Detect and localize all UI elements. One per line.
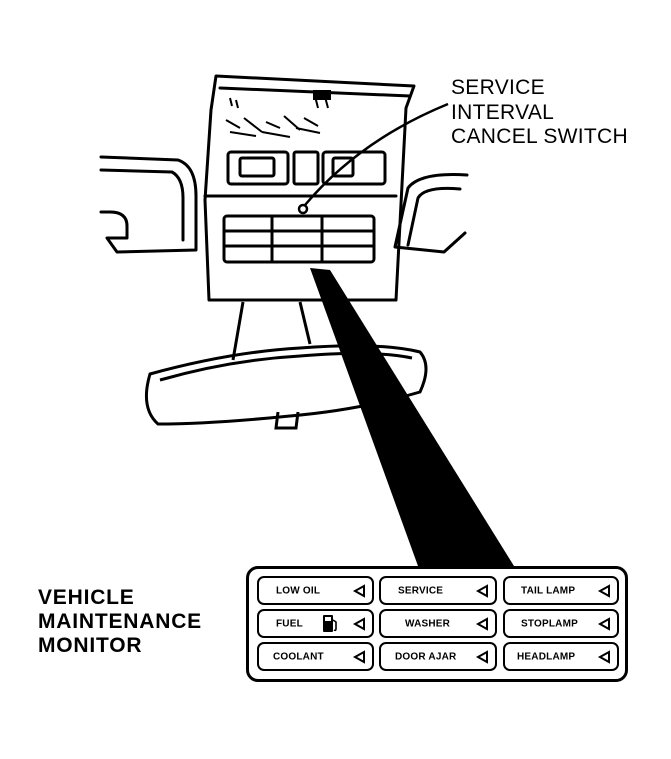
lamp-label: HEADLAMP (517, 651, 576, 662)
monitor-label-line: MONITOR (38, 634, 143, 657)
console-clip (313, 90, 331, 100)
projection-wedge (310, 268, 514, 566)
callout-line: INTERVAL (451, 100, 555, 124)
rear-view-mirror (144, 344, 428, 426)
lamp-stoplamp: STOPLAMP (503, 609, 619, 638)
right-windshield-frame-inner (406, 186, 462, 247)
console-switch-row (226, 150, 387, 186)
lamp-fuel: FUEL (257, 609, 374, 638)
lamp-coolant: COOLANT (257, 642, 374, 671)
lamp-tail-lamp: TAIL LAMP (503, 576, 619, 605)
lamp-label: SERVICE (398, 585, 444, 596)
warning-triangle-icon (352, 649, 365, 664)
warning-triangle-icon (475, 616, 488, 631)
warning-triangle-icon (597, 616, 610, 631)
lamp-label: FUEL (276, 618, 303, 629)
console-lamp-grid (222, 214, 376, 264)
warning-triangle-icon (597, 649, 610, 664)
console-housing (203, 74, 416, 302)
service-interval-cancel-switch (297, 203, 309, 215)
lamp-label: STOPLAMP (521, 618, 578, 629)
console-upper-detail (225, 91, 329, 138)
lamp-label: WASHER (405, 618, 451, 629)
maintenance-monitor-panel: LOW OIL SERVICE TAIL LAMP FUEL WASHER S (246, 566, 628, 682)
warning-triangle-icon (352, 583, 365, 598)
lamp-low-oil: LOW OIL (257, 576, 374, 605)
mirror-mount (231, 301, 312, 430)
callout-leader-line (304, 102, 449, 206)
lamp-label: LOW OIL (276, 585, 321, 596)
lamp-headlamp: HEADLAMP (503, 642, 619, 671)
lamp-washer: WASHER (379, 609, 497, 638)
lamp-door-ajar: DOOR AJAR (379, 642, 497, 671)
callout-line: SERVICE (451, 76, 545, 99)
left-windshield-frame-inner (99, 168, 185, 242)
lamp-label: DOOR AJAR (395, 651, 457, 662)
right-windshield-frame (393, 173, 469, 254)
warning-triangle-icon (597, 583, 610, 598)
fuel-pump-icon (323, 615, 337, 632)
warning-triangle-icon (352, 616, 365, 631)
lamp-label: COOLANT (273, 651, 324, 662)
warning-triangle-icon (475, 649, 488, 664)
monitor-label-line: MAINTENANCE (38, 610, 202, 633)
service-interval-cancel-switch-callout: SERVICE INTERVAL CANCEL SWITCH (451, 76, 628, 150)
lamp-service: SERVICE (379, 576, 497, 605)
lamp-label: TAIL LAMP (521, 585, 576, 596)
warning-triangle-icon (475, 583, 488, 598)
monitor-label-line: VEHICLE (38, 586, 135, 609)
vehicle-maintenance-monitor-label: VEHICLE MAINTENANCE MONITOR (38, 586, 202, 658)
callout-line: CANCEL SWITCH (451, 125, 628, 148)
left-windshield-frame (99, 155, 198, 254)
